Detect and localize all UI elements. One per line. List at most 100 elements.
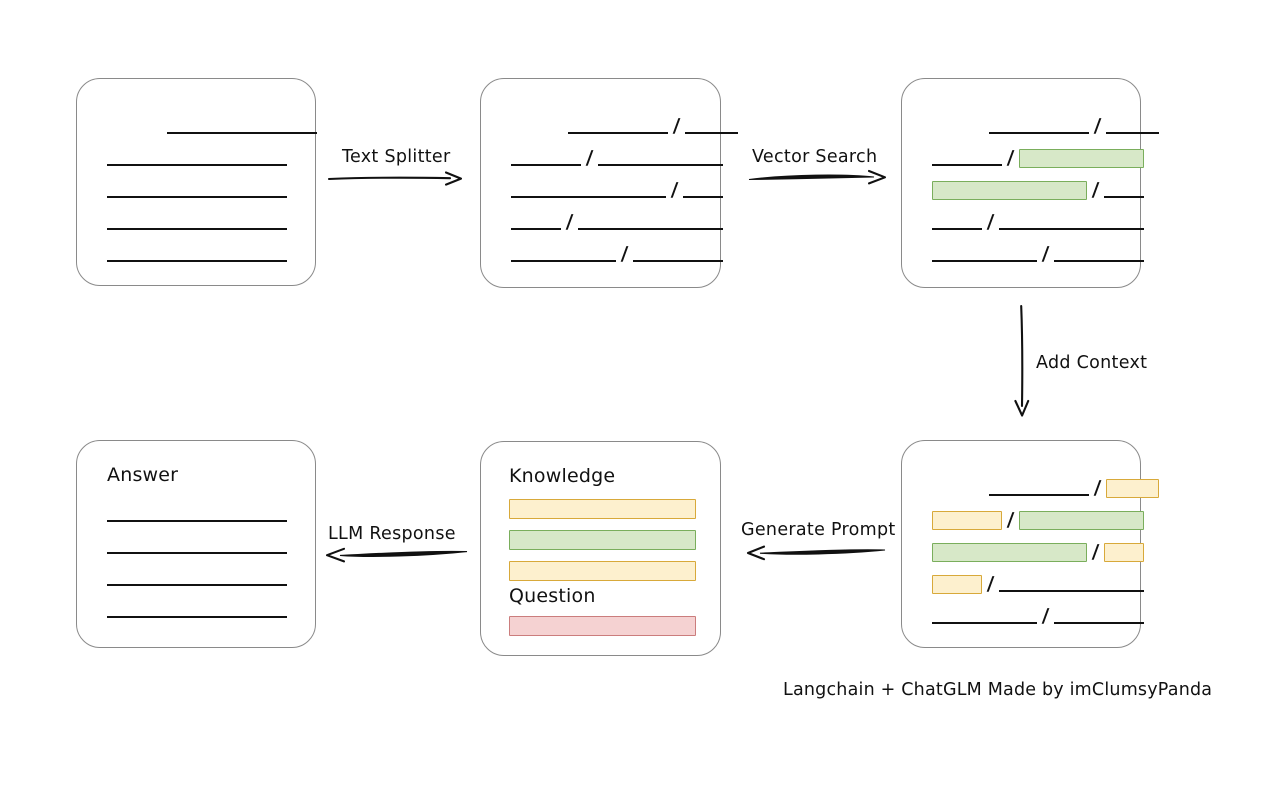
text-line-segment xyxy=(932,228,982,230)
document-row: / xyxy=(568,115,738,137)
highlight-chip-yellow xyxy=(1103,542,1144,562)
text-line-segment xyxy=(998,590,1144,592)
slash-separator: / xyxy=(585,146,594,169)
text-line-segment xyxy=(632,260,723,262)
slash-separator: / xyxy=(1006,146,1015,169)
generate-prompt-arrow xyxy=(740,545,886,563)
document-row: / xyxy=(932,243,1144,265)
source-document-card xyxy=(76,78,317,286)
context-document-lines: / / / / / xyxy=(902,441,1159,647)
text-line-segment xyxy=(1053,260,1144,262)
slash-separator: / xyxy=(986,210,995,233)
text-line-segment xyxy=(932,260,1037,262)
document-row: / xyxy=(989,477,1159,499)
slash-separator: / xyxy=(986,572,995,595)
vector-matched-document-card: / / / / / xyxy=(901,78,1159,288)
text-line-segment xyxy=(107,196,287,198)
slash-separator: / xyxy=(1093,476,1102,499)
knowledge-bar-1 xyxy=(509,499,696,519)
document-row xyxy=(107,179,287,201)
text-line-segment xyxy=(684,132,738,134)
text-line-segment xyxy=(107,520,287,522)
llm-response-arrow xyxy=(318,547,468,565)
highlight-chip-yellow xyxy=(932,574,982,594)
highlight-chip-yellow xyxy=(932,510,1002,530)
source-document-lines xyxy=(77,79,317,285)
document-row: / xyxy=(511,243,723,265)
text-line-segment xyxy=(577,228,723,230)
document-row: / xyxy=(932,179,1144,201)
slash-separator: / xyxy=(1091,178,1100,201)
document-row: / xyxy=(932,541,1144,563)
document-row: / xyxy=(989,115,1159,137)
text-line-segment xyxy=(1105,132,1159,134)
text-line-segment xyxy=(107,260,287,262)
document-row: / xyxy=(932,605,1144,627)
add-context-arrow xyxy=(1012,304,1032,417)
generate-prompt-arrow-label: Generate Prompt xyxy=(741,520,896,540)
highlight-chip-green xyxy=(1018,148,1144,168)
document-row: / xyxy=(511,179,723,201)
slash-separator: / xyxy=(670,178,679,201)
document-row: / xyxy=(932,211,1144,233)
llm-response-arrow-label: LLM Response xyxy=(328,524,456,544)
slash-separator: / xyxy=(565,210,574,233)
document-row xyxy=(107,243,287,265)
document-row xyxy=(107,211,287,233)
text-line-segment xyxy=(1103,196,1144,198)
question-label: Question xyxy=(509,585,596,607)
document-row xyxy=(107,599,287,621)
slash-separator: / xyxy=(672,114,681,137)
document-row: / xyxy=(932,509,1144,531)
vector-search-arrow xyxy=(748,168,888,186)
knowledge-bar-3 xyxy=(509,561,696,581)
document-row xyxy=(167,115,317,137)
split-document-lines: / / / / / xyxy=(481,79,738,287)
document-row xyxy=(107,503,287,525)
text-splitter-arrow-label: Text Splitter xyxy=(342,147,451,167)
document-row xyxy=(107,567,287,589)
text-line-segment xyxy=(597,164,723,166)
highlight-chip-green xyxy=(1018,510,1144,530)
text-line-segment xyxy=(511,196,666,198)
vector-search-arrow-label: Vector Search xyxy=(752,147,878,167)
text-line-segment xyxy=(511,228,561,230)
document-row xyxy=(107,535,287,557)
document-row: / xyxy=(511,211,723,233)
text-line-segment xyxy=(998,228,1144,230)
answer-panel-lines xyxy=(77,441,315,647)
text-line-segment xyxy=(107,228,287,230)
answer-panel-card: Answer xyxy=(76,440,316,648)
vector-matched-document-lines: / / / / / xyxy=(902,79,1159,287)
slash-separator: / xyxy=(1093,114,1102,137)
highlight-chip-green xyxy=(932,180,1087,200)
text-line-segment xyxy=(107,616,287,618)
highlight-chip-green xyxy=(932,542,1087,562)
text-line-segment xyxy=(932,622,1037,624)
slash-separator: / xyxy=(1041,604,1050,627)
prompt-panel-card: Knowledge Question xyxy=(480,441,721,656)
slash-separator: / xyxy=(1091,540,1100,563)
question-bar-1 xyxy=(509,616,696,636)
text-splitter-arrow xyxy=(327,170,464,186)
text-line-segment xyxy=(682,196,723,198)
text-line-segment xyxy=(989,132,1089,134)
answer-label: Answer xyxy=(107,464,179,486)
document-row xyxy=(107,147,287,169)
split-document-card: / / / / / xyxy=(480,78,738,288)
document-row: / xyxy=(511,147,723,169)
text-line-segment xyxy=(1053,622,1144,624)
text-line-segment xyxy=(511,164,581,166)
slash-separator: / xyxy=(620,242,629,265)
slash-separator: / xyxy=(1041,242,1050,265)
highlight-chip-yellow xyxy=(1105,478,1159,498)
text-line-segment xyxy=(989,494,1089,496)
text-line-segment xyxy=(932,164,1002,166)
knowledge-label: Knowledge xyxy=(509,465,616,487)
knowledge-bar-2 xyxy=(509,530,696,550)
add-context-arrow-label: Add Context xyxy=(1036,353,1148,373)
slash-separator: / xyxy=(1006,508,1015,531)
diagram-caption: Langchain + ChatGLM Made by imClumsyPand… xyxy=(783,680,1213,700)
text-line-segment xyxy=(107,584,287,586)
